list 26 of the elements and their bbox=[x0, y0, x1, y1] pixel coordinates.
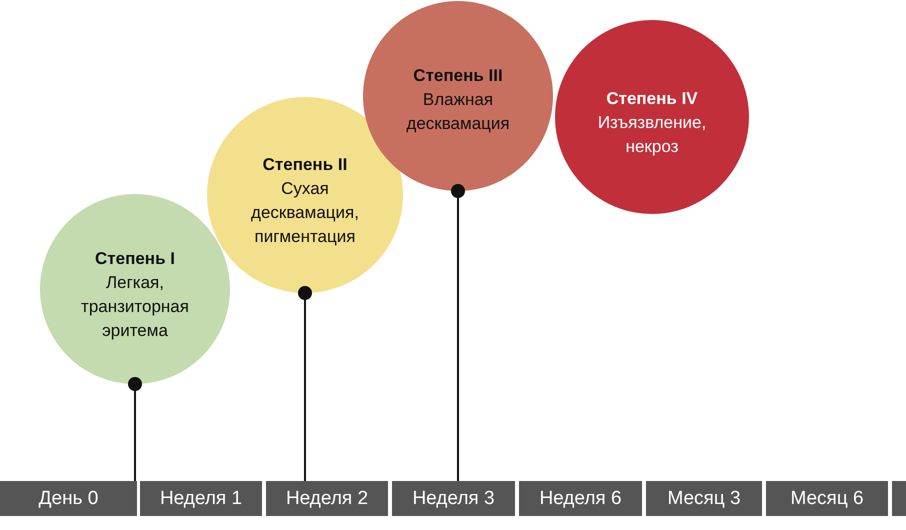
time-label: Месяц 3 bbox=[667, 488, 741, 510]
stage-description: Влажная десквамация bbox=[405, 89, 511, 135]
timeline-segment bbox=[266, 481, 388, 516]
timeline-segment bbox=[0, 481, 137, 516]
time-label: Неделя 3 bbox=[412, 488, 495, 510]
timeline-segment bbox=[766, 481, 888, 516]
stage-description: Изъязвление, некроз bbox=[596, 112, 708, 158]
connector-line bbox=[128, 377, 142, 481]
time-label: Неделя 1 bbox=[160, 488, 242, 510]
timeline-segment bbox=[519, 481, 642, 516]
timeline-segment bbox=[892, 481, 906, 516]
stage-description: Легкая, транзиторная эритема bbox=[80, 272, 190, 342]
time-label: Неделя 6 bbox=[539, 488, 622, 510]
timeline-segment bbox=[392, 481, 515, 516]
timeline-segment bbox=[140, 481, 262, 516]
stage-title: Степень I bbox=[95, 248, 175, 270]
connector-line bbox=[451, 184, 465, 481]
time-label: Месяц 6 bbox=[790, 488, 864, 510]
time-label: День 0 bbox=[38, 488, 98, 510]
stage-title: Степень IV bbox=[606, 88, 698, 110]
timeline-segment bbox=[646, 481, 762, 516]
time-label: Неделя 2 bbox=[286, 488, 368, 510]
stage-title: Степень III bbox=[413, 65, 503, 87]
stage-title: Степень II bbox=[262, 154, 348, 176]
stage-description: Сухая десквамация, пигментация bbox=[250, 178, 360, 248]
connector-line bbox=[298, 286, 312, 481]
